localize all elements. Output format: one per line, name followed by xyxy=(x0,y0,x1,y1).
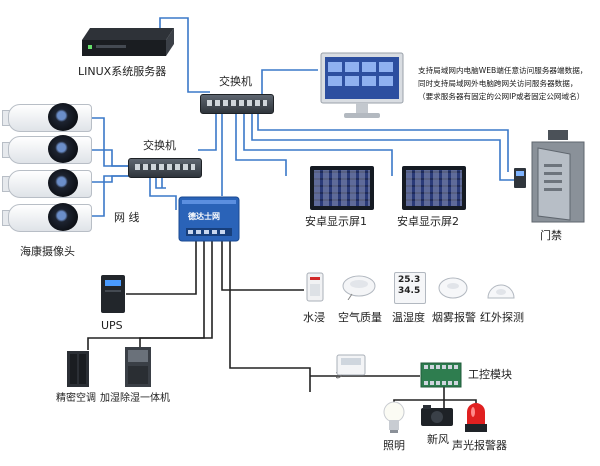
android-screen-2 xyxy=(402,166,466,210)
access-control-label: 门禁 xyxy=(540,229,562,242)
note-line-1: 支持局域网内电脑WEB端任意访问服务器端数据， xyxy=(418,66,588,75)
light-bulb xyxy=(382,400,406,434)
switch-left xyxy=(128,158,202,178)
switch-top xyxy=(200,94,274,114)
relay-sensor xyxy=(335,354,366,380)
camera-4 xyxy=(2,203,98,234)
water-sensor-icon xyxy=(306,272,324,302)
water-leak-label: 水浸 xyxy=(303,311,325,324)
dehumidifier-unit xyxy=(124,346,152,388)
linux-server-label: LINUX系统服务器 xyxy=(78,65,167,78)
smoke-alarm-label: 烟雾报警 xyxy=(432,311,476,324)
camera-lens-icon xyxy=(48,203,78,231)
gateway-icon xyxy=(178,196,240,242)
smoke-detector xyxy=(438,276,468,300)
infrared-label: 红外探测 xyxy=(480,311,524,324)
air-sensor-icon xyxy=(342,275,376,301)
air-conditioner-icon xyxy=(67,351,89,387)
camera-1 xyxy=(2,103,98,134)
fresh-air-unit xyxy=(420,404,454,430)
ups-icon xyxy=(101,275,125,313)
light-bulb-icon xyxy=(383,401,405,433)
camera-lens-icon xyxy=(48,103,78,131)
android-screen-1 xyxy=(310,166,374,210)
fresh-air-label: 新风 xyxy=(427,433,449,446)
server-icon xyxy=(82,28,174,56)
camera-label: 海康摄像头 xyxy=(20,245,75,258)
temp-humidity-label: 温湿度 xyxy=(392,311,425,324)
gateway-host: 德达士网 xyxy=(178,196,240,242)
note-line-2: 同时支持局域网外电脑跨网关访问服务器数据， xyxy=(418,79,578,88)
door-icon xyxy=(514,130,585,223)
temp-humidity-sensor: 25.3 34.5 xyxy=(394,272,426,304)
water-leak-sensor xyxy=(306,272,324,302)
camera-3 xyxy=(2,169,98,200)
sound-light-alarm-label: 声光报警器 xyxy=(452,439,507,452)
ups-label: UPS xyxy=(101,319,123,332)
alarm-light-icon xyxy=(465,403,487,432)
precision-ac-label: 精密空调 xyxy=(56,393,96,404)
ups-unit xyxy=(100,274,126,314)
access-note: 支持局域网内电脑WEB端任意访问服务器端数据， 同时支持局域网外电脑跨网关访问服… xyxy=(418,64,600,103)
camera-lens-icon xyxy=(48,135,78,163)
io-module-label: 工控模块 xyxy=(468,368,512,381)
switch-top-label: 交换机 xyxy=(219,75,252,88)
monitor-icon xyxy=(320,52,404,118)
lighting-label: 照明 xyxy=(383,439,405,452)
air-quality-sensor xyxy=(342,274,376,301)
camera-2 xyxy=(2,135,98,166)
sound-light-alarm xyxy=(464,400,488,434)
android-screen-1-label: 安卓显示屏1 xyxy=(305,215,367,228)
precision-ac-unit xyxy=(66,350,90,388)
io-module-icon xyxy=(420,362,462,388)
android-screen-2-label: 安卓显示屏2 xyxy=(397,215,459,228)
linux-server xyxy=(80,26,176,60)
smoke-detector-icon xyxy=(438,277,468,299)
note-line-3: （要求服务器有固定的公网IP或者固定公网域名） xyxy=(418,92,585,101)
relay-icon xyxy=(335,354,366,379)
computer-monitor xyxy=(320,52,404,122)
dehumidifier-label: 加湿除湿一体机 xyxy=(100,393,170,404)
temp-value: 25.3 xyxy=(398,275,421,285)
switch-left-label: 交换机 xyxy=(143,139,176,152)
infrared-detector xyxy=(486,276,516,300)
dehumidifier-icon xyxy=(125,347,151,387)
gateway-brand: 德达士网 xyxy=(188,212,220,221)
infrared-detector-icon xyxy=(487,284,515,299)
camera-lens-icon xyxy=(48,169,78,197)
fan-icon xyxy=(421,405,453,426)
humidity-value: 34.5 xyxy=(398,286,421,296)
access-control-door xyxy=(508,128,588,224)
network-cable-label: 网 线 xyxy=(114,211,140,224)
io-module xyxy=(420,362,462,388)
air-quality-label: 空气质量 xyxy=(338,311,382,324)
